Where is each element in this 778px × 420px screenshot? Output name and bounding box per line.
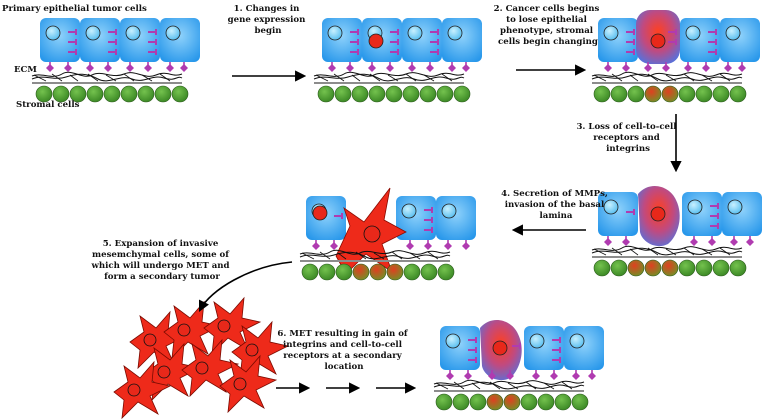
panel-6-mesenchymal-cluster: [113, 297, 289, 419]
panel-7: [433, 320, 605, 411]
label-ecm: ECM: [14, 65, 37, 75]
panel-1: [31, 17, 201, 103]
panel-4: [591, 186, 763, 277]
panel-3: [591, 10, 761, 103]
step-3-text: 3. Loss of cell-to-cell receptors and in…: [576, 122, 679, 154]
step-1-text: 1. Changes in gene expression begin: [228, 4, 309, 36]
step-5-text: 5. Expansion of invasive mesemchymal cel…: [90, 239, 232, 282]
step-6-text: 6. MET resulting in gain of integrins an…: [277, 329, 410, 372]
panel-2: [313, 17, 483, 103]
step-4-text: 4. Secretion of MMPs, invasion of the ba…: [501, 189, 611, 221]
label-stromal: Stromal cells: [16, 100, 80, 110]
step-2-text: 2. Cancer cells begins to lose epithelia…: [494, 4, 603, 47]
arrow-step-5: [198, 261, 293, 313]
label-primary-cells: Primary epithelial tumor cells: [2, 4, 147, 14]
panel-5: [299, 187, 477, 281]
